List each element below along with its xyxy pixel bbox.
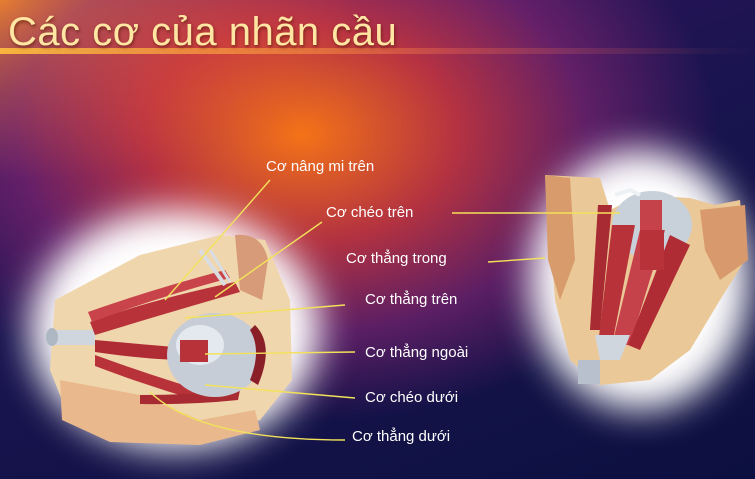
leader-lateral-rectus (204, 351, 356, 355)
label-inferior-oblique: Cơ chéo dưới (365, 389, 459, 406)
leader-lines (149, 179, 620, 441)
label-superior-rectus: Cơ thẳng trên (365, 291, 458, 308)
leader-levator (164, 179, 271, 301)
leader-inferior-oblique (204, 384, 356, 399)
label-medial-rectus: Cơ thẳng trong (346, 250, 447, 267)
label-levator-palpebrae: Cơ nâng mi trên (266, 158, 375, 175)
label-inferior-rectus: Cơ thẳng dưới (352, 428, 451, 445)
title-underline (0, 48, 755, 54)
label-superior-oblique: Cơ chéo trên (326, 204, 414, 221)
slide-title: Các cơ của nhãn cầu (8, 10, 398, 54)
left-eye-diagram (46, 234, 292, 445)
leader-superior-oblique (214, 221, 323, 298)
leader-medial-rectus (487, 257, 546, 263)
label-lateral-rectus: Cơ thẳng ngoài (365, 344, 469, 361)
leader-superior-rectus (184, 304, 346, 319)
right-eye-diagram (545, 175, 748, 385)
leader-inferior-rectus (149, 391, 346, 441)
